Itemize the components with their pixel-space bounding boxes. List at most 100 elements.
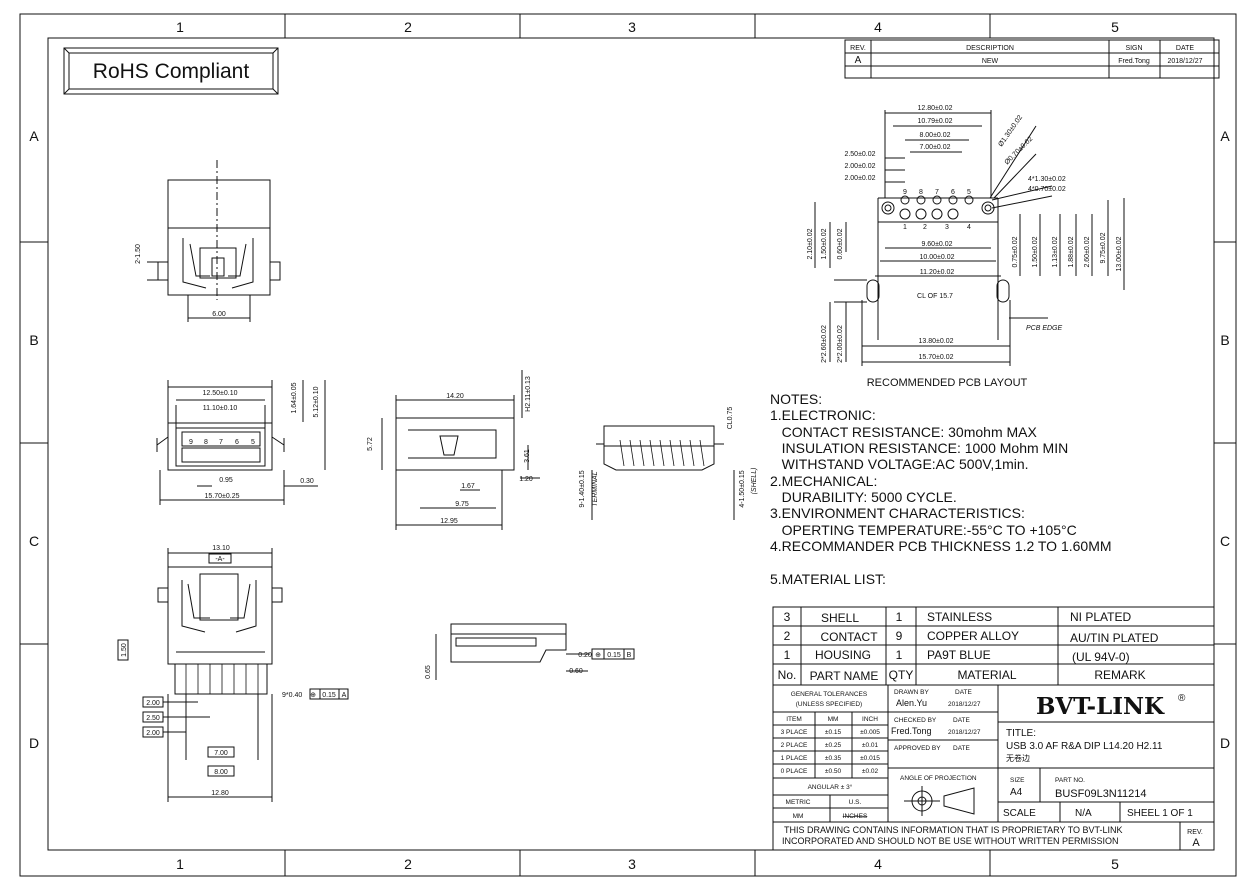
note-line: OPERTING TEMPERATURE:-55°C TO +105°C xyxy=(770,522,1077,538)
pin-number: 9 xyxy=(903,189,907,196)
dim-label: 5.12±0.10 xyxy=(313,386,320,417)
bottom-view: 13.10 -A- 1.50 9*0.40 ⊕ 0.15 A 2.00 2.50… xyxy=(117,545,349,802)
dim-label: 4*1.30±0.02 xyxy=(1028,176,1066,183)
dim-label: TERMINAL xyxy=(592,471,599,507)
dim-label: 12.95 xyxy=(440,518,458,525)
dim-label: 7.00 xyxy=(214,750,228,757)
grid-row-left: A xyxy=(29,128,39,144)
material-cell: 1 xyxy=(896,610,903,624)
description-header: DESCRIPTION xyxy=(966,45,1014,52)
dim-label: 9*0.40 xyxy=(282,692,302,699)
pin-number: 3 xyxy=(945,224,949,231)
dim-label: Ø1.30±0.02 xyxy=(997,114,1024,148)
side-view: 14.20 H2.11±0.13 5.72 3.61 1.20 1.67 9.7… xyxy=(367,370,540,530)
pin-number: 9 xyxy=(189,439,193,446)
dim-label: 2.10±0.02 xyxy=(807,228,814,259)
notice-line-2: INCORPORATED AND SHOULD NOT BE USE WITHO… xyxy=(782,836,1119,846)
company-logo: BVT-LINK xyxy=(1036,693,1165,720)
projection-symbol xyxy=(904,786,975,816)
tol-cell: ±0.02 xyxy=(862,768,879,775)
note-line: INSULATION RESISTANCE: 1000 Mohm MIN xyxy=(770,440,1068,456)
dim-label: 0.15 xyxy=(322,692,336,699)
drawn-by-label: DRAWN BY xyxy=(894,689,929,696)
grid-row-right: D xyxy=(1220,735,1230,751)
material-cell: HOUSING xyxy=(815,648,871,662)
dim-label: 2*2.60±0.02 xyxy=(821,325,828,363)
tol-cell: ±0.01 xyxy=(862,742,879,749)
dim-label: 12.80±0.02 xyxy=(918,105,953,112)
rev-value: A xyxy=(855,55,862,66)
sign-value: Fred.Tong xyxy=(1118,58,1150,65)
tol-cell: ±0.15 xyxy=(825,729,842,736)
dim-label: PCB EDGE xyxy=(1026,325,1063,332)
pin-number: 4 xyxy=(967,224,971,231)
dim-label: 12.50±0.10 xyxy=(203,390,238,397)
dim-label: 0.20 xyxy=(578,652,592,659)
date-label: DATE xyxy=(953,745,971,752)
size-label: SIZE xyxy=(1010,777,1025,784)
dim-label: 1.64±0.05 xyxy=(291,382,298,413)
title-block: GENERAL TOLERANCES (UNLESS SPECIFIED) IT… xyxy=(772,684,1215,851)
dim-label: 5.72 xyxy=(367,437,374,451)
dim-label: 0.95 xyxy=(219,477,233,484)
pin-number: 2 xyxy=(923,224,927,231)
dim-label: 9.60±0.02 xyxy=(921,241,952,248)
material-table: 3 SHELL 1 STAINLESS NI PLATED 2 CONTACT … xyxy=(772,606,1215,686)
dim-label: 0.65 xyxy=(425,665,432,679)
front-view: 12.50±0.10 11.10±0.10 1.64±0.05 5.12±0.1… xyxy=(156,380,326,505)
scale-label: SCALE xyxy=(1003,808,1036,819)
material-header: REMARK xyxy=(1094,668,1145,682)
notes: NOTES: 1.ELECTRONIC: CONTACT RESISTANCE:… xyxy=(770,391,1112,587)
material-header: QTY xyxy=(889,668,914,682)
inches-label: INCHES xyxy=(843,813,868,820)
dim-label: 9-1.40±0.15 xyxy=(579,470,586,507)
part-number: BUSF09L3N11214 xyxy=(1055,788,1147,800)
scale-value: N/A xyxy=(1075,808,1092,819)
angular-tolerance: ANGULAR ± 3° xyxy=(808,783,853,791)
grid-row-right: C xyxy=(1220,533,1230,549)
pin-number: 6 xyxy=(235,439,239,446)
tol-cell: 0 PLACE xyxy=(781,768,808,775)
dim-label: 10.79±0.02 xyxy=(918,118,953,125)
notice-line-1: THIS DRAWING CONTAINS INFORMATION THAT I… xyxy=(784,825,1123,835)
grid-col-bottom: 4 xyxy=(874,856,882,872)
dim-label: 15.70±0.02 xyxy=(919,354,954,361)
date-label: DATE xyxy=(953,717,971,724)
material-cell: CONTACT xyxy=(820,630,878,644)
profile-view: 0.65 0.20 ⊕ 0.15 B 0.60 xyxy=(425,623,635,680)
tolerance-subtitle: (UNLESS SPECIFIED) xyxy=(796,701,862,708)
pin-number: 5 xyxy=(251,439,255,446)
note-line: CONTACT RESISTANCE: 30mohm MAX xyxy=(770,424,1037,440)
pin-number: 6 xyxy=(951,189,955,196)
top-view: 6.00 2-1.50 xyxy=(135,160,281,322)
material-cell: 1 xyxy=(896,648,903,662)
date-value: 2018/12/27 xyxy=(1167,58,1202,65)
grid-col-top: 1 xyxy=(176,19,184,35)
revision-block: REV. DESCRIPTION SIGN DATE A NEW Fred.To… xyxy=(844,39,1220,79)
symbol-label: ⊕ xyxy=(310,692,316,699)
grid-col-top: 3 xyxy=(628,19,636,35)
dim-label: 13.00±0.02 xyxy=(1116,236,1123,271)
tol-cell: 3 PLACE xyxy=(781,729,808,736)
rear-view: CL0.75 9-1.40±0.15 TERMINAL 4-1.50±0.15 … xyxy=(579,407,758,520)
dim-label: CL OF 15.7 xyxy=(917,293,953,300)
symbol-label: ⊕ xyxy=(595,652,601,659)
tol-header: INCH xyxy=(862,716,878,723)
dim-label: 4-1.50±0.15 xyxy=(739,470,746,507)
grid-col-top: 5 xyxy=(1111,19,1119,35)
outer-frame xyxy=(19,13,1237,877)
datum-label: -A- xyxy=(215,556,225,563)
grid-row-left: B xyxy=(29,332,38,348)
pin-number: 5 xyxy=(967,189,971,196)
rev-label: REV. xyxy=(1187,829,1203,836)
material-cell: (UL 94V-0) xyxy=(1072,650,1130,664)
title-label: TITLE: xyxy=(1006,728,1036,739)
projection-label: ANGLE OF PROJECTION xyxy=(900,775,977,782)
rohs-stamp: RoHS Compliant xyxy=(63,47,279,95)
sign-header: SIGN xyxy=(1125,45,1142,52)
tol-cell: ±0.005 xyxy=(860,729,880,736)
material-cell: STAINLESS xyxy=(927,610,992,624)
dim-label: 0.60 xyxy=(569,668,583,675)
registered-mark: ® xyxy=(1178,693,1186,704)
mm-label: MM xyxy=(793,813,804,820)
